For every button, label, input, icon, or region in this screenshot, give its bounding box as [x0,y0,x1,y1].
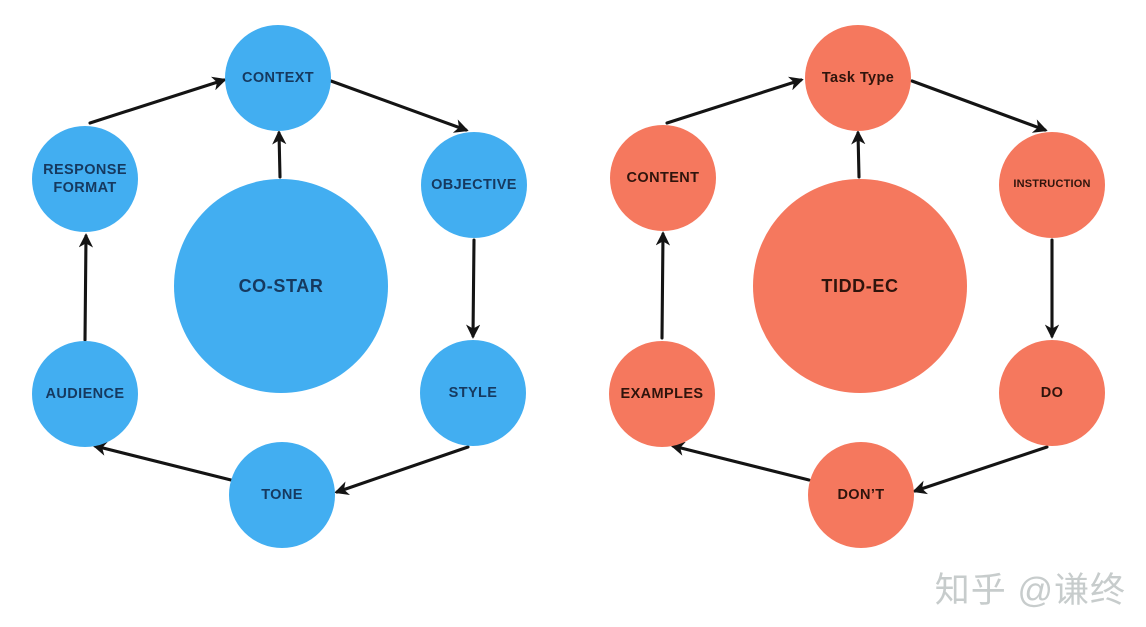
arrow-objective-to-style [465,238,481,339]
arrow-do-to-dont [912,445,1049,495]
node-audience: AUDIENCE [32,341,138,447]
arrow-task-type-to-instruction [910,79,1048,133]
node-response-format: RESPONSE FORMAT [32,126,138,232]
arrow-response-format-to-context [88,76,227,125]
arrow-content-to-task-type [665,76,804,125]
node-tone: TONE [229,442,335,548]
node-instruction: INSTRUCTION [999,132,1105,238]
arrow-costar-to-context [272,130,287,179]
arrow-tiddec-to-task-type [851,130,866,179]
arrow-style-to-tone [334,445,470,496]
node-context: CONTEXT [225,25,331,131]
node-dont: DON’T [808,442,914,548]
node-style: STYLE [420,340,526,446]
node-content: CONTENT [610,125,716,231]
arrow-context-to-objective [329,79,469,133]
node-do: DO [999,340,1105,446]
node-examples: EXAMPLES [609,341,715,447]
node-tidd-ec: TIDD-EC [753,179,967,393]
arrow-audience-to-response-format [78,233,94,342]
zhihu-watermark: 知乎 @谦终 [934,571,1126,610]
arrow-examples-to-content [655,231,671,340]
arrow-tone-to-audience [92,441,233,482]
node-task-type: Task Type [805,25,911,131]
arrow-dont-to-examples [670,441,811,482]
node-objective: OBJECTIVE [421,132,527,238]
node-co-star: CO-STAR [174,179,388,393]
